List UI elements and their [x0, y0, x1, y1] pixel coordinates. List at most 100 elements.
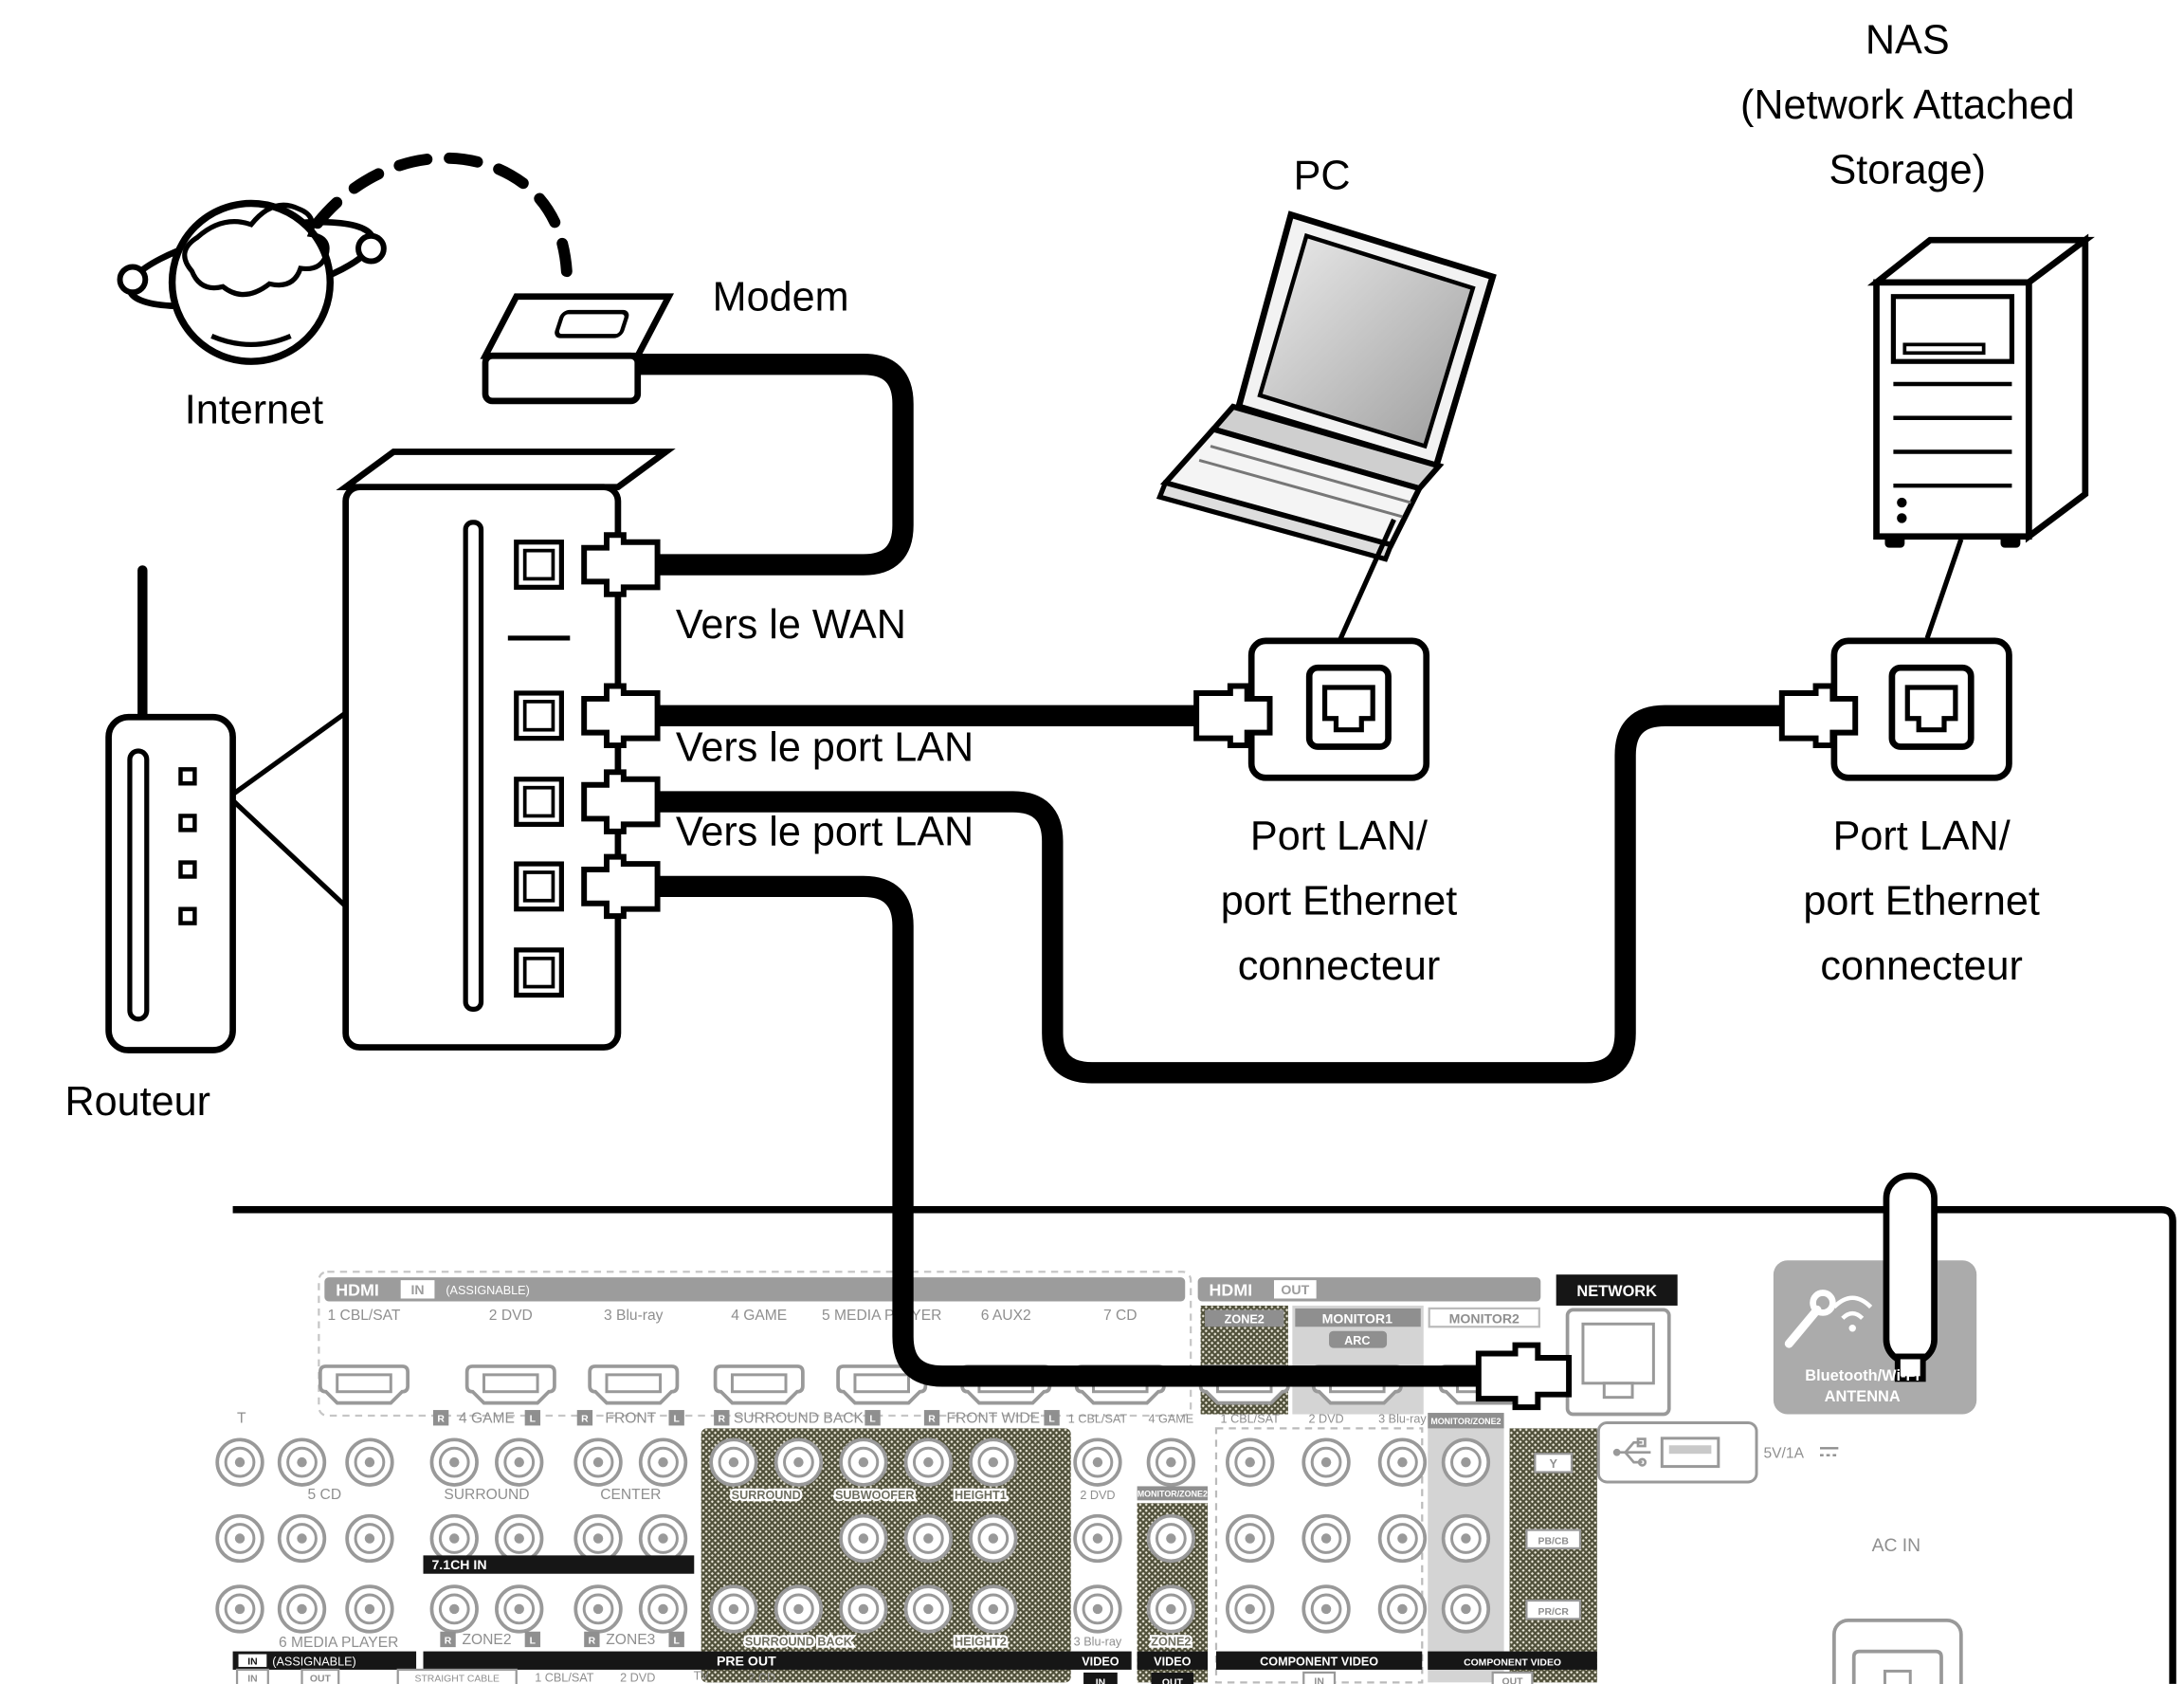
video-out-bar: VIDEO [1154, 1655, 1192, 1668]
l-marker: L [1048, 1415, 1055, 1425]
hdmi-input-label: 2 DVD [489, 1308, 533, 1324]
antenna-rod [1883, 1172, 1938, 1365]
nas-label-1: NAS [1866, 18, 1950, 64]
hdmi-in-section: HDMI IN (ASSIGNABLE) 1 CBL/SAT 2 DVD 3 B… [318, 1271, 1192, 1418]
r-marker: R [719, 1415, 726, 1425]
l-marker: L [530, 1415, 537, 1425]
network-label: NETWORK [1576, 1283, 1657, 1300]
r-marker: R [437, 1415, 445, 1425]
cable-lan-to-receiver [657, 875, 1479, 1387]
out-chip2: OUT [310, 1675, 332, 1684]
hdmi-input-label: 4 GAME [731, 1308, 787, 1324]
comp-y-label: Y [1549, 1457, 1557, 1471]
center-label: CENTER [600, 1487, 661, 1503]
front-label: FRONT [605, 1410, 656, 1426]
nas-port-label-3: connecteur [1820, 943, 2023, 989]
cable-lan-to-nas [657, 705, 1782, 1084]
r-marker: R [445, 1636, 452, 1646]
pre-out-bar: PRE OUT [717, 1653, 776, 1668]
to-wan-label: Vers le WAN [676, 602, 906, 648]
network-section: NETWORK [1556, 1274, 1678, 1417]
surround-back-hatch-label: SURROUND BACK [745, 1636, 853, 1649]
hdmi-out-arc: ARC [1344, 1334, 1370, 1347]
video-zone2-label: ZONE2 [1151, 1636, 1191, 1649]
router-rear-box [336, 448, 676, 1051]
usb-power-label: 5V/1A [1763, 1446, 1804, 1462]
comp-out-chip: OUT [1502, 1677, 1524, 1684]
hdmi-input-label: 1 CBL/SAT [328, 1308, 401, 1324]
media-player-label: 6 MEDIA PLAYER [279, 1635, 398, 1651]
hdmi-input-label: 3 Blu-ray [604, 1308, 664, 1324]
surround-back-label: SURROUND BACK [734, 1410, 864, 1426]
l-marker: L [869, 1415, 876, 1425]
usb-section: 5V/1A [1596, 1420, 1839, 1484]
modem-icon [480, 293, 675, 405]
router-ports [514, 540, 564, 998]
pc-ethernet-callout [1196, 637, 1430, 781]
video-out-chip: OUT [1162, 1677, 1184, 1684]
usb-icon [1612, 1437, 1651, 1467]
antenna-label-1: Bluetooth/Wi-Fi [1805, 1367, 1920, 1384]
video-section: 1 CBL/SAT 4 GAME 2 DVD MONITOR/ZONE2 3 B… [1068, 1412, 1209, 1684]
video-dvd-label: 2 DVD [1080, 1489, 1115, 1502]
nas-ethernet-callout [1782, 637, 2012, 781]
panel-outline [232, 1206, 2176, 1684]
hdmi-input-label: 6 AUX2 [981, 1308, 1031, 1324]
r-marker: R [928, 1415, 936, 1425]
to-lan-label-1: Vers le port LAN [676, 724, 974, 770]
antenna-section: Bluetooth/Wi-Fi ANTENNA [1773, 1172, 1977, 1415]
audio-labels: T R 4 GAME L R FRONT L R SURROUND BACK L… [232, 1410, 1071, 1684]
video-blu-label: 3 Blu-ray [1074, 1636, 1122, 1649]
hdmi-input-label: 5 MEDIA PLAYER [822, 1308, 941, 1324]
pc-label: PC [1294, 154, 1351, 199]
game-audio-label: 4 GAME [459, 1410, 515, 1426]
nas-label-2: (Network Attached [1740, 82, 2075, 128]
to-lan-label-2: Vers le port LAN [676, 810, 974, 855]
nas-port-label-1: Port LAN/ [1833, 814, 2011, 859]
in-chip2: IN [247, 1675, 257, 1684]
antenna-connector [1894, 1353, 1926, 1382]
hdmi-out-chip: OUT [1281, 1282, 1309, 1297]
modem-label: Modem [713, 275, 849, 320]
height2-label: HEIGHT2 [955, 1636, 1007, 1649]
tv-audio-label-1: TV [694, 1669, 710, 1682]
hdmi-in-chip: IN [410, 1282, 424, 1297]
antenna-label-2: ANTENNA [1825, 1388, 1901, 1405]
surround-label: SURROUND [732, 1489, 801, 1502]
nas-icon [1866, 233, 2095, 639]
wifi-signal-icon [1832, 1295, 1873, 1332]
router-device-icon [105, 565, 348, 1053]
zone2-preout-label: ZONE2 [462, 1632, 511, 1648]
hdmi-in-assignable: (ASSIGNABLE) [446, 1284, 530, 1297]
nas-label-3: Storage) [1829, 148, 1987, 193]
video-monitor-zone-chip: MONITOR/ZONE2 [1138, 1490, 1208, 1499]
hdmi-out-monitor2: MONITOR2 [1449, 1311, 1520, 1327]
ch-in-bar: 7.1CH IN [431, 1557, 486, 1572]
video-game-label: 4 GAME [1148, 1412, 1193, 1425]
wireless-link-dashed [311, 152, 573, 291]
r-marker: R [581, 1415, 589, 1425]
straight-cable-chip: STRAIGHT CABLE [415, 1675, 500, 1684]
component-section: 1 CBL/SAT 2 DVD 3 Blu-ray MONITOR/ZONE2 … [1215, 1412, 1597, 1684]
partial-label: T [237, 1410, 246, 1426]
zone3-preout-label: ZONE3 [606, 1632, 655, 1648]
digital-cbl-label: 1 CBL/SAT [535, 1672, 594, 1684]
network-plug [1475, 1342, 1573, 1411]
hdmi-out-zone2: ZONE2 [1225, 1313, 1265, 1327]
hdmi-out-section: HDMI OUT ZONE2 MONITOR1 ARC MONITOR2 [1197, 1277, 1541, 1415]
router-label: Routeur [64, 1079, 210, 1125]
comp-cbl-label: 1 CBL/SAT [1221, 1412, 1281, 1425]
l-marker: L [673, 1415, 680, 1425]
ac-in-section: AC IN [1832, 1535, 1963, 1684]
comp-dvd-label: 2 DVD [1308, 1412, 1343, 1425]
pc-port-label-1: Port LAN/ [1250, 814, 1428, 859]
ac-in-label: AC IN [1872, 1535, 1921, 1556]
pc-port-label-2: port Ethernet [1221, 879, 1458, 924]
nas-port-label-2: port Ethernet [1803, 879, 2040, 924]
wrench-icon [1784, 1290, 1836, 1348]
r-marker: R [589, 1636, 596, 1646]
comp-monitor-zone-chip: MONITOR/ZONE2 [1430, 1417, 1501, 1426]
comp-blu-label: 3 Blu-ray [1378, 1412, 1427, 1425]
internet-label: Internet [185, 388, 323, 433]
